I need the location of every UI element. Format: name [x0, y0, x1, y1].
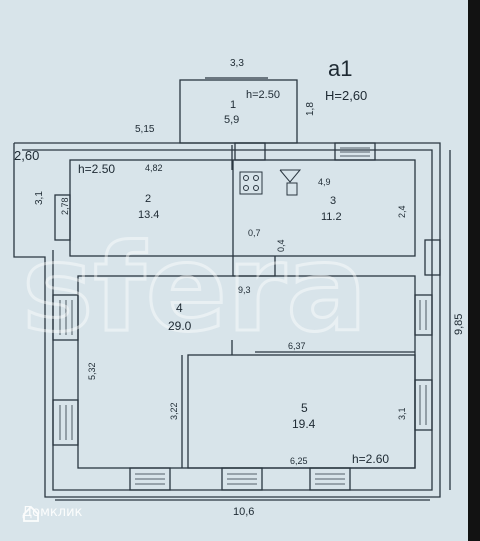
room-5-height: h=2.60 — [352, 452, 389, 466]
outer-wall — [13, 142, 441, 498]
room-5-number: 5 — [301, 401, 308, 415]
dim-porch-side: 1,8 — [305, 102, 316, 116]
stove-icon — [239, 171, 263, 195]
walls — [13, 77, 451, 501]
dim-room5-side-left: 3,22 — [169, 402, 179, 420]
room-4-number: 4 — [176, 301, 183, 315]
plan-height-main: H=2,60 — [325, 88, 367, 103]
dim-room2-top: 4,82 — [145, 163, 163, 173]
dim-room4-top: 9,3 — [238, 285, 251, 295]
window-marks — [59, 147, 427, 485]
room-4-area: 29.0 — [168, 319, 192, 333]
brand-badge: Домклик — [22, 505, 83, 522]
right-edge-strip — [468, 0, 480, 541]
dim-room2-side: 2,78 — [60, 197, 70, 215]
edge-height-label: 2,60 — [14, 148, 39, 163]
dim-top-porch: 3,3 — [230, 58, 244, 69]
dim-total-width: 10,6 — [233, 506, 254, 518]
sink-icon — [279, 169, 302, 183]
room-1-height: h=2.50 — [246, 89, 280, 101]
dim-room5-bottom: 6,25 — [290, 456, 308, 466]
room-1-number: 1 — [230, 99, 236, 111]
room-3-number: 3 — [330, 195, 336, 207]
dim-room3-top: 4,9 — [318, 177, 331, 187]
dim-room4-side: 5,32 — [87, 362, 97, 380]
dim-left-side: 3,1 — [34, 191, 45, 205]
plan-title: a1 — [328, 56, 352, 81]
house-icon — [23, 505, 39, 522]
dim-left-wall-top: 5,15 — [135, 124, 155, 135]
room-5-area: 19.4 — [292, 417, 316, 431]
dim-total-height: 9,85 — [453, 314, 465, 335]
room-3-area: 11.2 — [321, 211, 342, 223]
watermark: sfera — [22, 220, 367, 359]
brand-name: Домклик — [22, 505, 83, 520]
dim-corridor-w: 0,7 — [248, 228, 261, 238]
room-2-area: 13.4 — [138, 209, 159, 221]
room-1-area: 5,9 — [224, 114, 239, 126]
dim-room5-top: 6,37 — [288, 341, 306, 351]
room-2-number: 2 — [145, 193, 151, 205]
dim-corridor-h: 0,4 — [276, 239, 286, 252]
dim-room5-side-right: 3,1 — [397, 407, 407, 420]
kitchen-appliances — [239, 169, 302, 196]
dim-room3-side: 2,4 — [397, 205, 407, 218]
room-2-height: h=2.50 — [78, 162, 115, 176]
